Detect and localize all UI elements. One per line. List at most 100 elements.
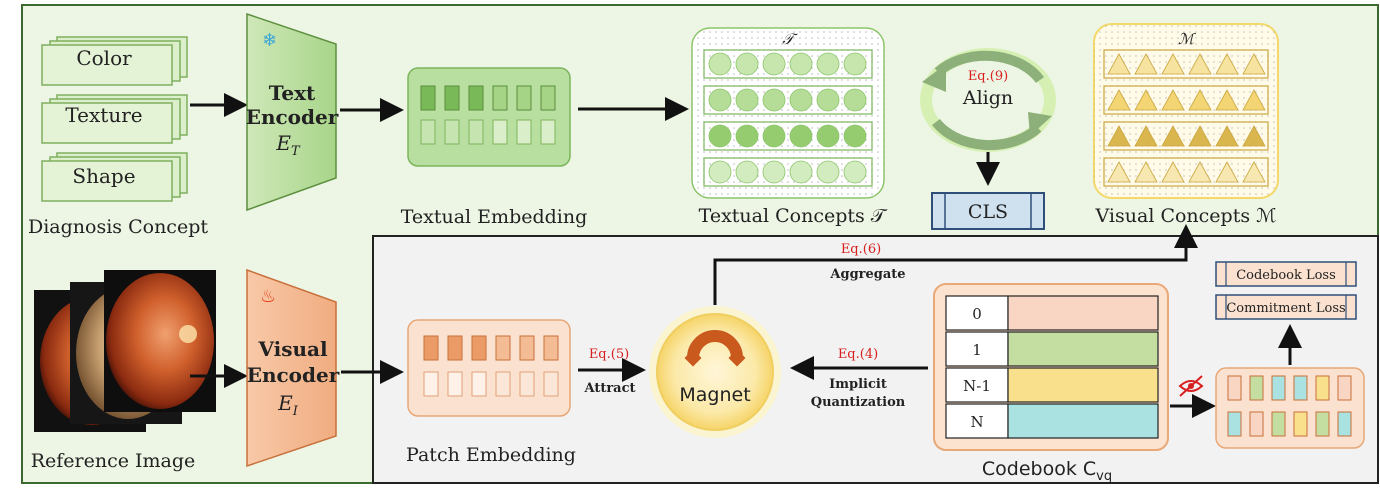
visual-concept-token — [1242, 125, 1266, 147]
patch-embedding-cell — [423, 335, 439, 361]
textual-concept-token — [762, 88, 786, 112]
visual-concept-row — [1103, 49, 1269, 79]
codebook-index-cell — [945, 403, 1009, 439]
align-label: Align — [962, 87, 1013, 109]
visual-concept-token — [1242, 161, 1266, 183]
codebook-index-label: N-1 — [963, 377, 991, 395]
textual-concept-token — [708, 88, 732, 112]
textual-concepts-caption: Textual Concepts 𝒯 — [699, 205, 888, 227]
align-cycle: Eq.(9) Align — [920, 48, 1056, 152]
visual-concept-row — [1103, 121, 1269, 151]
concept-texture-label: Texture — [65, 103, 142, 127]
text-encoder-subscript: T — [291, 144, 301, 159]
textual-concept-token — [816, 124, 840, 148]
textual-embedding-cell — [468, 85, 484, 111]
arrow-aggregate — [713, 224, 1198, 305]
textual-concept-row — [703, 121, 873, 151]
svg-text:ET: ET — [275, 131, 301, 159]
textual-concept-token — [762, 124, 786, 148]
commitment-loss-label: Commitment Loss — [1226, 301, 1345, 316]
textual-concept-token — [789, 52, 813, 76]
visual-concept-token — [1107, 161, 1131, 183]
textual-concept-row — [703, 49, 873, 79]
visual-concept-token — [1161, 89, 1185, 111]
textual-concept-token — [708, 124, 732, 148]
visual-encoder-title-1: Visual — [257, 337, 328, 361]
patch-embedding-cell — [519, 335, 535, 361]
visual-concepts-block: ℳ — [1093, 23, 1279, 199]
textual-concept-token — [735, 160, 759, 184]
textual-concept-row — [703, 85, 873, 115]
patch-embedding-block — [407, 319, 571, 417]
textual-embedding-cell — [540, 119, 556, 145]
svg-text:EI: EI — [277, 391, 299, 419]
codebook-index-label: N — [970, 413, 983, 431]
quantized-cell — [1315, 411, 1330, 437]
quantized-cell — [1249, 411, 1264, 437]
textual-concept-token — [843, 160, 867, 184]
visual-encoder-symbol: E — [277, 391, 293, 415]
visual-concepts-caption: Visual Concepts ℳ — [1095, 205, 1277, 227]
eye-off-icon — [1178, 375, 1204, 397]
textual-embedding-cell — [492, 119, 508, 145]
concept-shape-label: Shape — [72, 164, 135, 188]
patch-embedding-cell — [447, 371, 463, 397]
visual-concept-token — [1215, 89, 1239, 111]
quantized-cell — [1227, 375, 1242, 401]
visual-encoder-title-2: Encoder — [247, 363, 340, 387]
magnet-icon — [684, 330, 746, 367]
quantized-cell — [1271, 411, 1286, 437]
textual-embedding-cell — [420, 119, 436, 145]
patch-embedding-cell — [423, 371, 439, 397]
visual-encoder-subscript: I — [292, 404, 299, 419]
visual-concepts-symbol: ℳ — [1178, 30, 1196, 48]
align-eq: Eq.(9) — [968, 69, 1008, 84]
cls-box: CLS — [931, 192, 1045, 230]
textual-embedding-cell — [516, 85, 532, 111]
codebook-caption-main: Codebook C — [982, 458, 1096, 480]
patch-embedding-cell — [471, 335, 487, 361]
textual-concept-token — [735, 52, 759, 76]
aggregate-eq: Eq.(6) — [841, 242, 881, 257]
textual-concept-token — [735, 88, 759, 112]
quantized-cell — [1293, 375, 1308, 401]
visual-concept-token — [1134, 161, 1158, 183]
patch-embedding-cell — [543, 335, 559, 361]
patch-embedding-cell — [519, 371, 535, 397]
textual-concept-token — [816, 160, 840, 184]
textual-concept-token — [843, 124, 867, 148]
quantized-cell — [1227, 411, 1242, 437]
concept-card-shape: Shape — [41, 152, 188, 202]
textual-concept-token — [708, 160, 732, 184]
codebook-index-label: 0 — [972, 305, 982, 323]
textual-concept-token — [843, 88, 867, 112]
textual-embedding-cell — [468, 119, 484, 145]
visual-concept-row — [1103, 85, 1269, 115]
quantized-cell — [1249, 375, 1264, 401]
diagnosis-concept-caption: Diagnosis Concept — [28, 216, 208, 238]
visual-concept-token — [1161, 161, 1185, 183]
textual-concept-token — [843, 52, 867, 76]
visual-concept-token — [1134, 53, 1158, 75]
aggregate-label: Aggregate — [829, 267, 905, 282]
visual-concept-token — [1134, 125, 1158, 147]
visual-concept-token — [1215, 125, 1239, 147]
text-encoder-title-2: Encoder — [246, 105, 339, 129]
visual-concept-token — [1242, 89, 1266, 111]
codebook-vector-cell — [1007, 403, 1159, 439]
flame-icon: ♨ — [260, 286, 276, 307]
quantization-eq: Eq.(4) — [838, 347, 878, 362]
patch-embedding-cell — [447, 335, 463, 361]
visual-concept-token — [1242, 53, 1266, 75]
magnet: Magnet — [649, 306, 781, 438]
codebook-index-cell — [945, 295, 1009, 331]
visual-concept-token — [1215, 161, 1239, 183]
textual-concept-row — [703, 157, 873, 187]
quantized-cell — [1337, 411, 1352, 437]
reference-image-caption: Reference Image — [31, 450, 196, 472]
text-encoder: ❄ Text Encoder ET — [246, 12, 339, 212]
visual-encoder: ♨ Visual Encoder EI — [246, 268, 340, 468]
reference-image-stack — [34, 270, 216, 432]
textual-concept-token — [789, 124, 813, 148]
